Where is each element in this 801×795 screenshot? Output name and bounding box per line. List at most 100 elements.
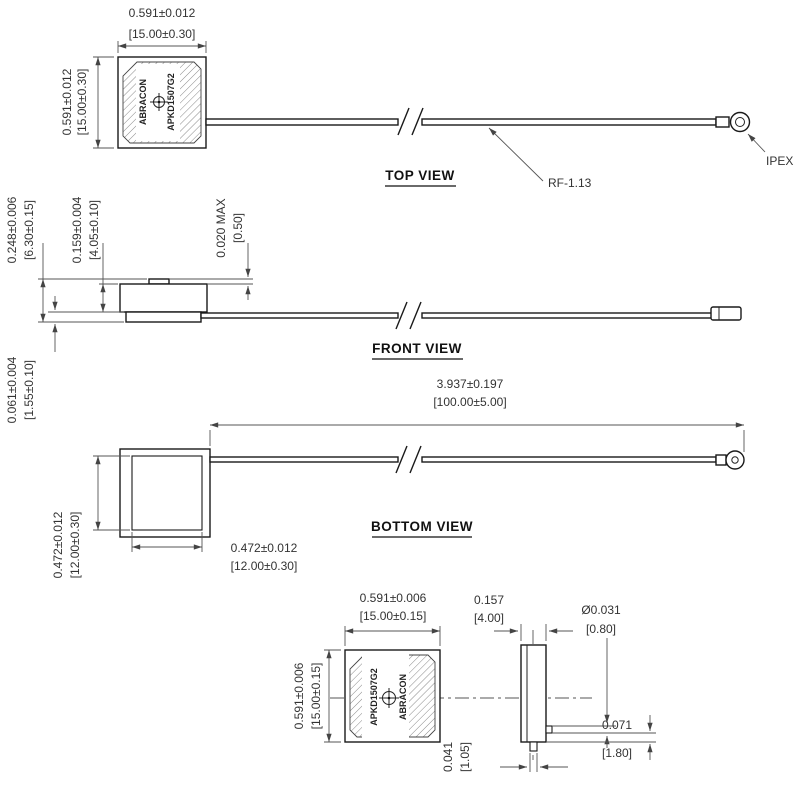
- dim-detail-width-in: 0.591±0.006: [360, 591, 427, 605]
- plate-height-dimension: 0.472±0.012 [12.00±0.30]: [51, 455, 130, 579]
- brand-label: ABRACON: [398, 674, 408, 720]
- side-slab: [520, 644, 547, 743]
- cable-segment: [421, 456, 717, 463]
- cable-segment: [205, 118, 399, 126]
- dim-top-height-mm: [15.00±0.30]: [75, 69, 89, 136]
- coax-cable-front: [200, 301, 742, 330]
- patch-antenna-top: ABRACON APKD1507G2: [117, 56, 207, 149]
- part-number-label: APKD1507G2: [166, 73, 176, 131]
- dim-top-height-in: 0.591±0.012: [60, 68, 74, 135]
- patch-label-band: [362, 654, 409, 738]
- dim-thickness-mm: [4.00]: [474, 611, 504, 625]
- coax-cable-top: [205, 107, 717, 136]
- side-profile: [520, 644, 553, 752]
- dim-body-height-mm: [4.05±0.10]: [87, 200, 101, 260]
- front-body-height-dimension: 0.159±0.004 [4.05±0.10]: [70, 196, 118, 313]
- dim-pin-offset-in: 0.071: [602, 718, 632, 732]
- bottom-pin: [529, 741, 538, 752]
- dim-top-width-in: 0.591±0.012: [129, 6, 196, 20]
- pin-offset-dimension: 0.071 [1.80]: [546, 715, 656, 760]
- view-title: FRONT VIEW: [372, 341, 462, 356]
- thickness-dimension: 0.157 [4.00]: [474, 593, 573, 641]
- ipex-connector-top: [715, 111, 751, 133]
- bottom-view-title: BOTTOM VIEW: [371, 519, 473, 538]
- ground-plate: [131, 455, 203, 531]
- break-mark: [395, 445, 408, 474]
- dim-detail-height-in: 0.591±0.006: [292, 662, 306, 729]
- dim-plate-height-in: 0.472±0.012: [51, 511, 65, 578]
- connector-stem: [715, 454, 727, 466]
- cable-segment: [209, 456, 399, 463]
- base-plate: [125, 311, 202, 323]
- dim-top-max-mm: [0.50]: [231, 213, 245, 243]
- patch-antenna-detail: APKD1507G2 ABRACON: [344, 649, 441, 743]
- connector-body: [725, 450, 745, 470]
- plate-width-dimension: 0.472±0.012 [12.00±0.30]: [131, 532, 298, 573]
- cable-length-dimension: 3.937±0.197 [100.00±5.00]: [209, 377, 745, 452]
- top-view-title: TOP VIEW: [385, 168, 456, 187]
- cable-segment: [421, 312, 714, 319]
- cable-segment: [200, 312, 399, 319]
- dim-cable-length-in: 3.937±0.197: [437, 377, 504, 391]
- dim-plate-width-mm: [12.00±0.30]: [231, 559, 298, 573]
- brand-label: ABRACON: [138, 79, 148, 125]
- dim-pin-length-in: 0.041: [441, 742, 455, 772]
- detail-width-dimension: 0.591±0.006 [15.00±0.15]: [344, 591, 441, 646]
- dim-plate-width-in: 0.472±0.012: [231, 541, 298, 555]
- bottom-view: 3.937±0.197 [100.00±5.00] 0.472±0.012 [1…: [51, 377, 745, 579]
- leader-line: [488, 127, 544, 182]
- feed-pin-side: [545, 725, 553, 734]
- dim-thickness-in: 0.157: [474, 593, 504, 607]
- detail-view: APKD1507G2 ABRACON 0.591±0.006 [15.00±0.…: [292, 591, 656, 772]
- dim-pin-length-mm: [1.05]: [458, 742, 472, 772]
- front-view: 0.248±0.006 [6.30±0.15] 0.159±0.004 [4.0…: [5, 196, 742, 423]
- ipex-label: IPEX: [766, 154, 793, 168]
- break-mark: [395, 301, 408, 330]
- crosshair-dot: [157, 100, 161, 104]
- dim-detail-width-mm: [15.00±0.15]: [360, 609, 427, 623]
- connector-stem: [715, 116, 730, 128]
- connector-contact: [731, 456, 739, 464]
- dim-base-thickness-in: 0.061±0.004: [5, 356, 19, 423]
- dim-top-max-in: 0.020 MAX: [214, 198, 228, 257]
- front-top-max-dimension: 0.020 MAX [0.50]: [169, 198, 253, 300]
- dim-pin-diameter-mm: [0.80]: [586, 622, 616, 636]
- coax-cable-bottom: [209, 445, 745, 474]
- view-title: TOP VIEW: [385, 168, 455, 183]
- front-overall-height-dimension: 0.248±0.006 [6.30±0.15]: [5, 196, 147, 323]
- break-mark: [397, 107, 410, 136]
- pin-length-dimension: 0.041 [1.05]: [441, 742, 568, 772]
- top-height-dimension: 0.591±0.012 [15.00±0.30]: [60, 56, 114, 149]
- leader-line: [747, 133, 766, 153]
- break-mark: [409, 445, 422, 474]
- view-title: BOTTOM VIEW: [371, 519, 473, 534]
- dim-overall-height-mm: [6.30±0.15]: [22, 200, 36, 260]
- connector-ring: [735, 117, 745, 127]
- connector-body: [729, 111, 751, 133]
- cable-type-label: RF-1.13: [548, 176, 592, 190]
- patch-antenna-front: [119, 278, 208, 323]
- dim-plate-height-mm: [12.00±0.30]: [68, 512, 82, 579]
- dim-detail-height-mm: [15.00±0.15]: [309, 663, 323, 730]
- dim-pin-diameter-in: Ø0.031: [581, 603, 621, 617]
- connector-side: [710, 306, 742, 321]
- dim-body-height-in: 0.159±0.004: [70, 196, 84, 263]
- top-view: 0.591±0.012 [15.00±0.30] 0.591±0.012 [15…: [60, 6, 793, 190]
- patch-antenna-bottom: [119, 448, 211, 538]
- crosshair-icon: [379, 688, 399, 708]
- cable-segment: [421, 118, 717, 126]
- front-view-title: FRONT VIEW: [372, 341, 463, 360]
- dim-top-width-mm: [15.00±0.30]: [129, 27, 196, 41]
- crosshair-dot: [387, 696, 391, 700]
- cable-callout: RF-1.13: [488, 127, 592, 190]
- dim-cable-length-mm: [100.00±5.00]: [433, 395, 506, 409]
- antenna-body: [119, 283, 208, 313]
- top-width-dimension: 0.591±0.012 [15.00±0.30]: [117, 6, 207, 53]
- top-bump: [148, 278, 170, 285]
- front-base-thickness-dimension: 0.061±0.004 [1.55±0.10]: [5, 296, 124, 423]
- detail-height-dimension: 0.591±0.006 [15.00±0.15]: [292, 649, 341, 743]
- ipex-callout: IPEX: [747, 133, 793, 168]
- dim-pin-offset-mm: [1.80]: [602, 746, 632, 760]
